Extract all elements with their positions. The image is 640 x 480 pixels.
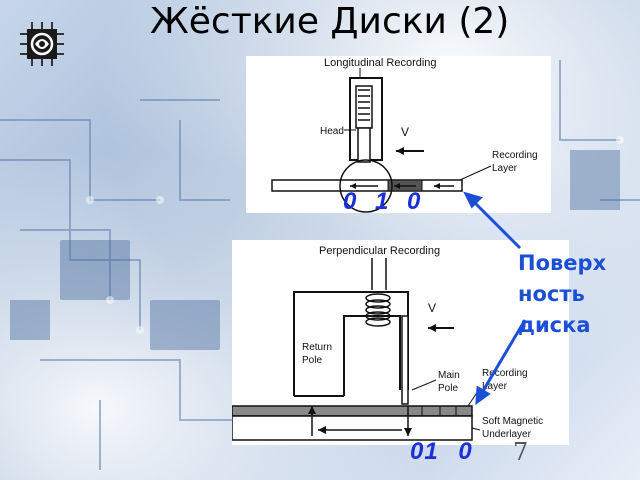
velocity-label: V	[401, 125, 409, 139]
chip-icon	[18, 20, 66, 68]
main-pole-label-line2: Pole	[438, 383, 458, 394]
longitudinal-recording-diagram: Longitudinal Recording Head V Recording …	[246, 56, 551, 213]
underlayer-label-line2: Underlayer	[482, 429, 532, 440]
recording-layer-label-line1: Recording	[492, 150, 538, 161]
main-pole	[401, 315, 409, 405]
slide-title: Жёсткие Диски (2)	[150, 1, 510, 42]
slide-number: 7	[513, 438, 529, 466]
return-pole-label-line2: Pole	[302, 355, 322, 366]
disk-surface-label-line2: ность	[518, 282, 585, 306]
longitudinal-bits: 0 1 0	[343, 188, 422, 215]
disk-surface-label: Поверх ность диска	[518, 248, 628, 341]
main-pole-label-line1: Main	[438, 370, 460, 381]
soft-underlayer	[231, 415, 473, 441]
longitudinal-caption: Longitudinal Recording	[324, 57, 437, 69]
recording-layer-perp	[231, 405, 473, 417]
disk-surface-label-line3: диска	[518, 313, 591, 337]
disk-surface-label-line1: Поверх	[518, 251, 607, 275]
recording-layer-perp-label-line1: Recording	[482, 368, 528, 379]
velocity-label-perp: V	[428, 301, 436, 315]
head-label: Head	[320, 126, 344, 137]
recording-layer-perp-label-line2: Layer	[482, 381, 508, 392]
perpendicular-bits: 01 0	[410, 438, 473, 465]
perpendicular-caption: Perpendicular Recording	[319, 245, 440, 257]
underlayer-label-line1: Soft Magnetic	[482, 416, 543, 427]
return-pole-label-line1: Return	[302, 342, 332, 353]
recording-layer-label-line2: Layer	[492, 163, 518, 174]
